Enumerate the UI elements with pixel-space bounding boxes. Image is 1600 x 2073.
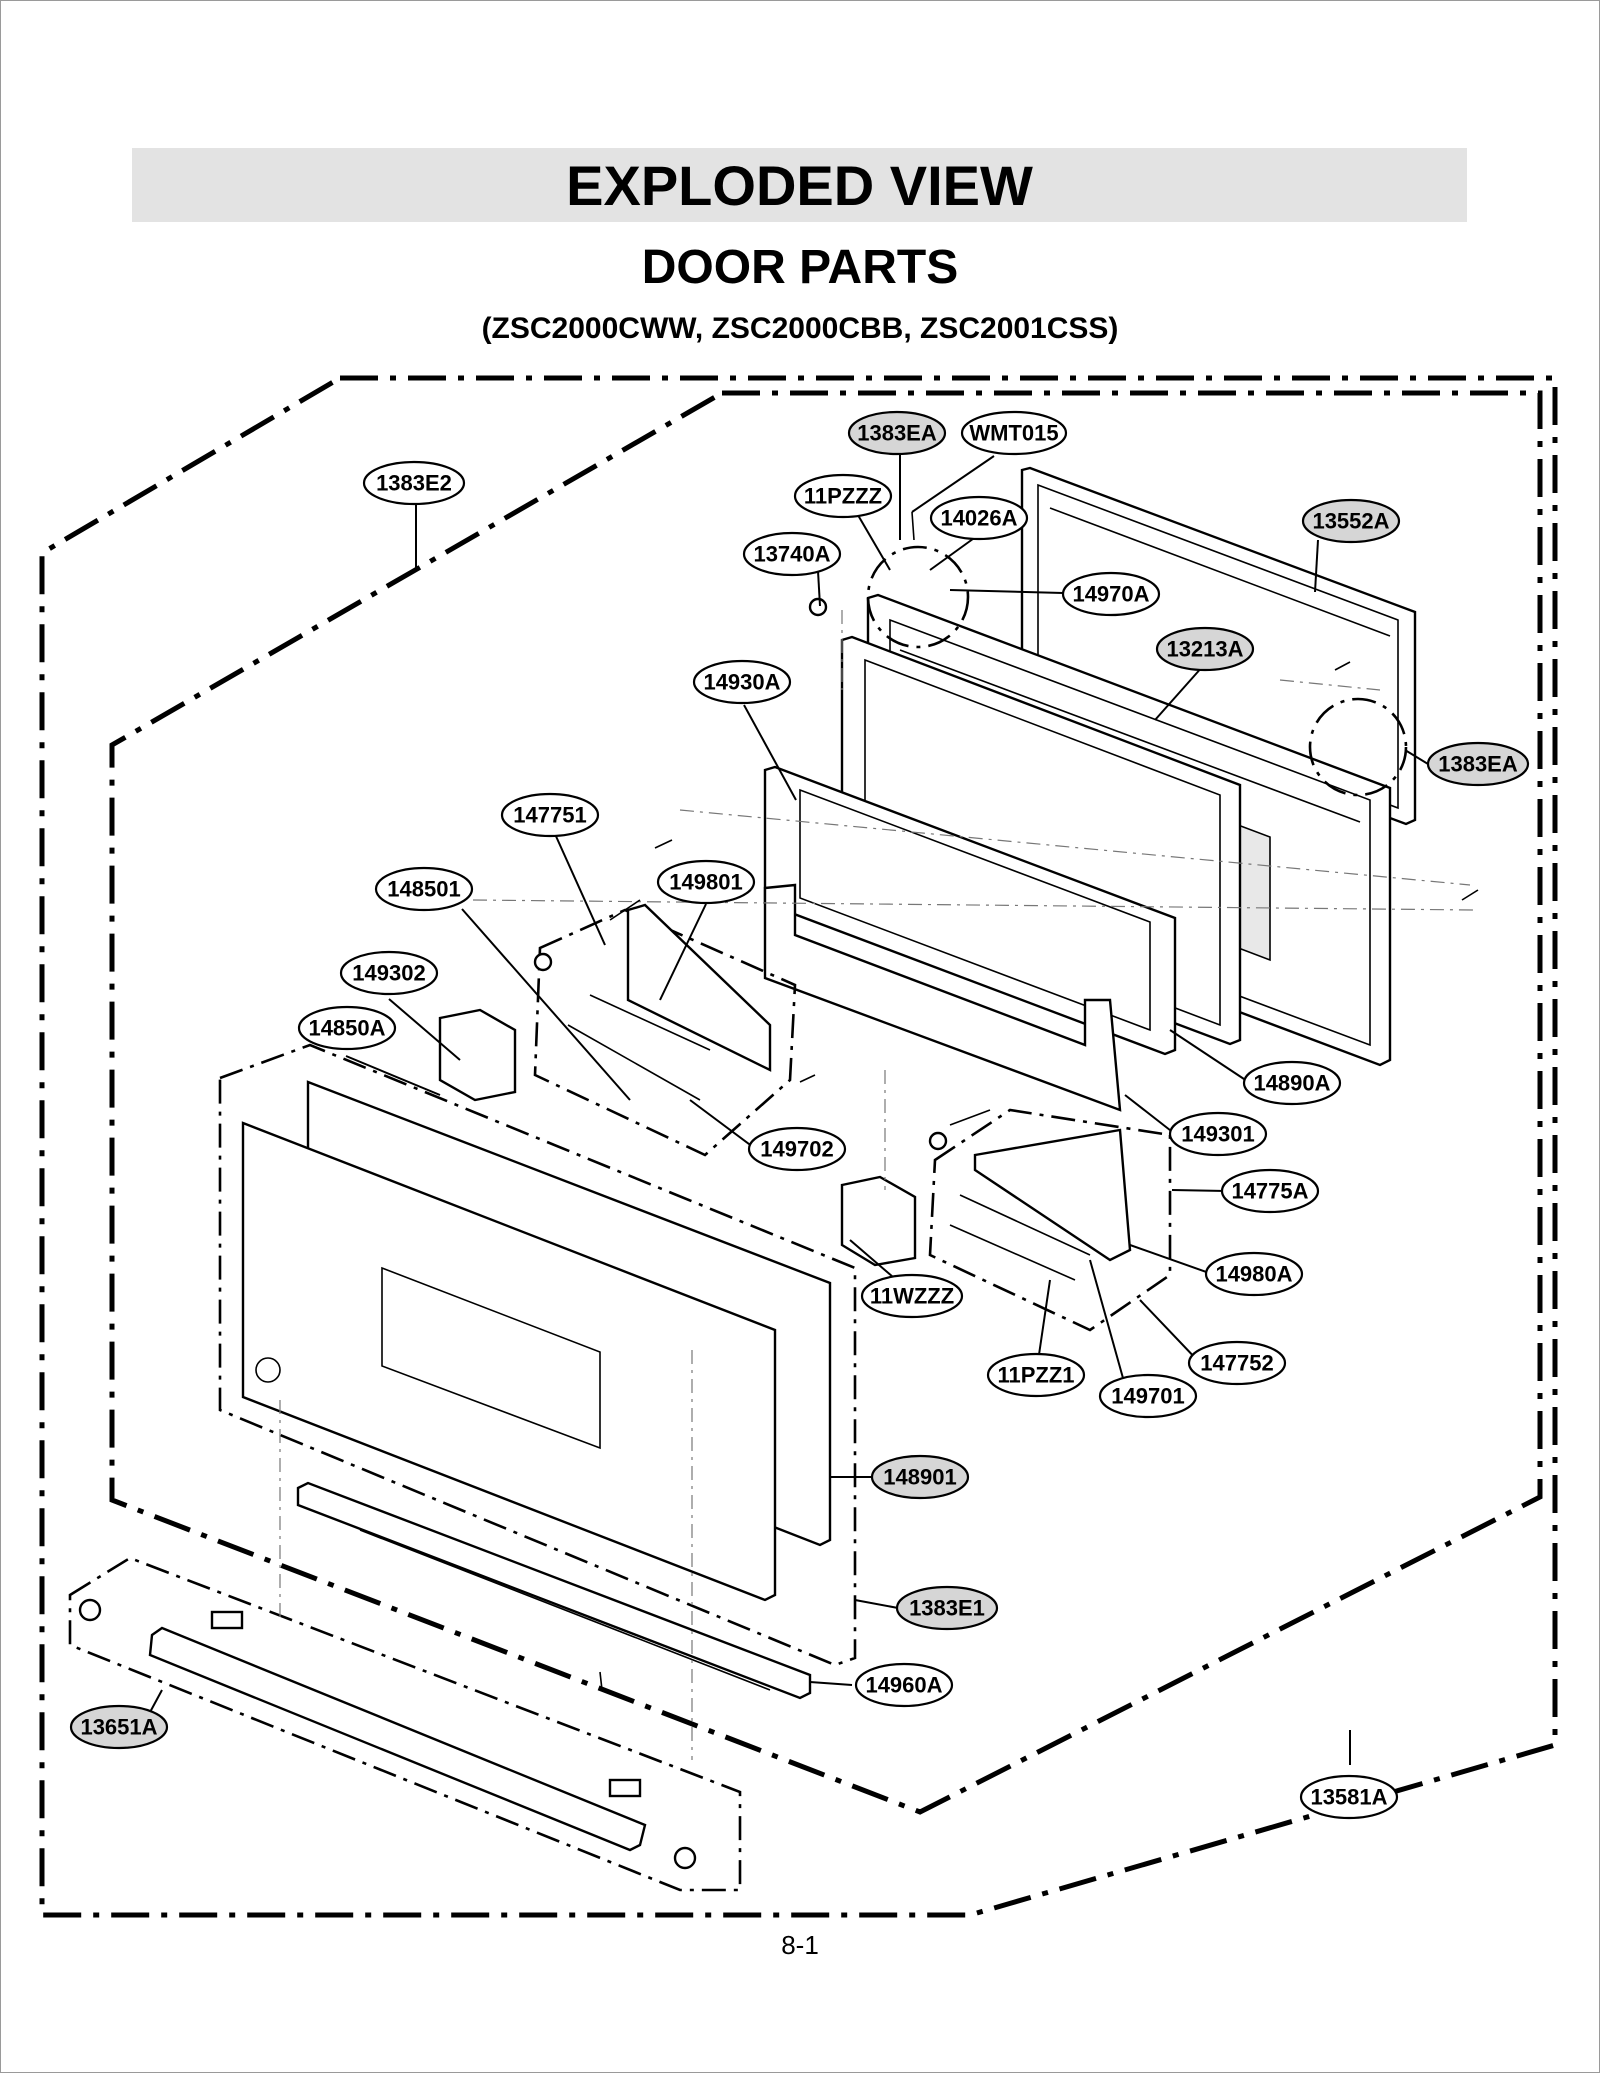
svg-text:14850A: 14850A bbox=[308, 1016, 385, 1041]
callout-14026A: 14026A bbox=[929, 495, 1029, 541]
page-subtitle: DOOR PARTS bbox=[641, 241, 959, 294]
callout-11WZZZ: 11WZZZ bbox=[860, 1273, 964, 1319]
callout-148901: 148901 bbox=[870, 1454, 970, 1500]
callout-147752: 147752 bbox=[1187, 1340, 1287, 1386]
svg-text:14970A: 14970A bbox=[1072, 582, 1149, 607]
callout-1383EA-right: 1383EA bbox=[1426, 741, 1530, 787]
callout-149301: 149301 bbox=[1168, 1111, 1268, 1157]
assembly-reference-lines bbox=[279, 610, 1476, 1760]
svg-text:149701: 149701 bbox=[1111, 1384, 1184, 1409]
inner-assembly-boundary bbox=[109, 390, 1543, 1815]
svg-text:148501: 148501 bbox=[387, 877, 460, 902]
hinge-plate-right bbox=[840, 1175, 917, 1267]
svg-text:13213A: 13213A bbox=[1166, 637, 1243, 662]
callout-13651A: 13651A bbox=[69, 1704, 169, 1750]
callout-149801: 149801 bbox=[656, 859, 756, 905]
svg-text:149702: 149702 bbox=[760, 1137, 833, 1162]
model-list: (ZSC2000CWW, ZSC2000CBB, ZSC2001CSS) bbox=[481, 312, 1119, 345]
svg-text:1383EA: 1383EA bbox=[1438, 752, 1518, 777]
page-title: EXPLODED VIEW bbox=[566, 153, 1033, 217]
leader-lines bbox=[141, 454, 1429, 1765]
callout-13213A: 13213A bbox=[1155, 626, 1255, 672]
callout-149701: 149701 bbox=[1098, 1373, 1198, 1419]
callout-13552A: 13552A bbox=[1301, 498, 1401, 544]
detail-circle-right bbox=[1308, 697, 1408, 797]
callout-11PZZZ: 11PZZZ bbox=[793, 473, 893, 519]
page-number: 8-1 bbox=[781, 1930, 819, 1960]
svg-text:14980A: 14980A bbox=[1215, 1262, 1292, 1287]
callout-14850A: 14850A bbox=[297, 1005, 397, 1051]
callout-147751: 147751 bbox=[500, 792, 600, 838]
svg-text:14930A: 14930A bbox=[703, 670, 780, 695]
callout-149302: 149302 bbox=[339, 950, 439, 996]
svg-text:149301: 149301 bbox=[1181, 1122, 1254, 1147]
callout-14980A: 14980A bbox=[1204, 1251, 1304, 1297]
svg-text:13552A: 13552A bbox=[1312, 509, 1389, 534]
door-spacer bbox=[763, 883, 1122, 1112]
svg-text:147751: 147751 bbox=[513, 803, 586, 828]
svg-text:14890A: 14890A bbox=[1253, 1071, 1330, 1096]
callout-1383E2: 1383E2 bbox=[362, 460, 466, 506]
callout-1383E1: 1383E1 bbox=[895, 1585, 999, 1631]
callout-14890A: 14890A bbox=[1242, 1060, 1342, 1106]
door-assembly-boundary bbox=[218, 1043, 857, 1667]
screws bbox=[533, 511, 1479, 1691]
svg-text:13651A: 13651A bbox=[80, 1715, 157, 1740]
callout-148501: 148501 bbox=[374, 866, 474, 912]
svg-text:1383E1: 1383E1 bbox=[909, 1596, 985, 1621]
callout-14775A: 14775A bbox=[1220, 1168, 1320, 1214]
svg-text:1383EA: 1383EA bbox=[857, 421, 937, 446]
callout-14960A: 14960A bbox=[854, 1662, 954, 1708]
svg-text:13740A: 13740A bbox=[753, 542, 830, 567]
hinge-plate-left bbox=[438, 1008, 517, 1102]
svg-text:147752: 147752 bbox=[1200, 1351, 1273, 1376]
hinge-assembly-right bbox=[928, 1108, 1172, 1332]
svg-text:WMT015: WMT015 bbox=[969, 421, 1058, 446]
hinge-left-parts bbox=[567, 903, 772, 1101]
callout-WMT015: WMT015 bbox=[960, 410, 1068, 456]
svg-text:1383E2: 1383E2 bbox=[376, 471, 452, 496]
svg-text:148901: 148901 bbox=[883, 1465, 956, 1490]
detail-circle-top bbox=[866, 545, 970, 649]
door-trim bbox=[296, 1481, 812, 1700]
door-handle bbox=[78, 1598, 697, 1870]
svg-text:13581A: 13581A bbox=[1310, 1785, 1387, 1810]
callout-149702: 149702 bbox=[747, 1126, 847, 1172]
svg-text:14775A: 14775A bbox=[1231, 1179, 1308, 1204]
svg-text:11PZZZ: 11PZZZ bbox=[804, 484, 882, 509]
title-bar: EXPLODED VIEW bbox=[132, 148, 1467, 222]
callout-11PZZ1: 11PZZ1 bbox=[986, 1352, 1086, 1398]
svg-text:14026A: 14026A bbox=[940, 506, 1017, 531]
svg-text:11WZZZ: 11WZZZ bbox=[870, 1284, 954, 1309]
svg-text:11PZZ1: 11PZZ1 bbox=[997, 1363, 1074, 1388]
callout-14970A: 14970A bbox=[1061, 571, 1161, 617]
door-outer-panel bbox=[241, 1121, 777, 1602]
callout-1383EA-top: 1383EA bbox=[847, 410, 947, 456]
callout-13740A: 13740A bbox=[742, 531, 842, 577]
svg-text:149302: 149302 bbox=[352, 961, 425, 986]
callout-13581A: 13581A bbox=[1299, 1774, 1399, 1820]
svg-text:14960A: 14960A bbox=[865, 1673, 942, 1698]
svg-text:149801: 149801 bbox=[669, 870, 742, 895]
callout-14930A: 14930A bbox=[692, 659, 792, 705]
hinge-right-parts bbox=[949, 1128, 1132, 1281]
